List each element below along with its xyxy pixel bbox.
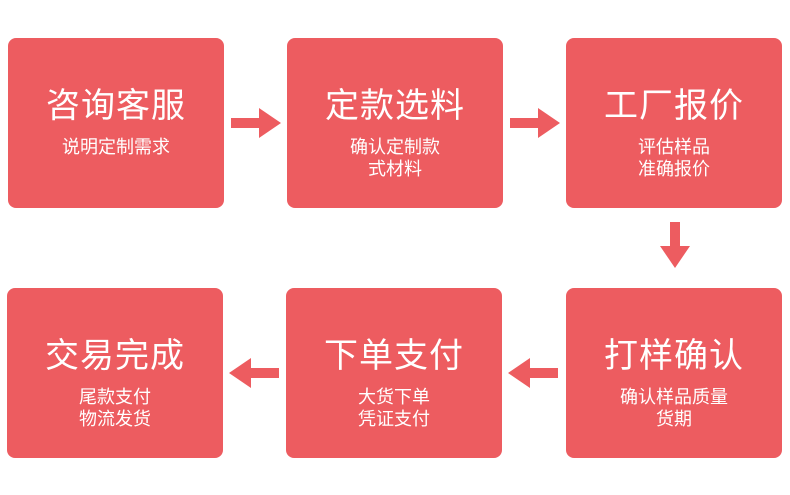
arrow-right-icon bbox=[510, 108, 560, 138]
step-transaction-complete: 交易完成 尾款支付 物流发货 bbox=[7, 288, 223, 458]
step-order-payment: 下单支付 大货下单 凭证支付 bbox=[286, 288, 502, 458]
step-description: 确认定制款 式材料 bbox=[350, 137, 440, 180]
step-title: 打样确认 bbox=[604, 336, 744, 376]
step-description: 说明定制需求 bbox=[62, 137, 170, 158]
step-title: 工厂报价 bbox=[604, 86, 744, 126]
step-consult: 咨询客服 说明定制需求 bbox=[8, 38, 224, 208]
step-select-material: 定款选料 确认定制款 式材料 bbox=[287, 38, 503, 208]
step-factory-quote: 工厂报价 评估样品 准确报价 bbox=[566, 38, 782, 208]
arrow-left-icon bbox=[508, 358, 558, 388]
arrow-right-icon bbox=[231, 108, 281, 138]
arrow-down-icon bbox=[660, 222, 690, 268]
step-description: 大货下单 凭证支付 bbox=[358, 387, 430, 430]
step-sample-confirm: 打样确认 确认样品质量 货期 bbox=[566, 288, 782, 458]
step-title: 下单支付 bbox=[324, 336, 464, 376]
step-description: 尾款支付 物流发货 bbox=[79, 387, 151, 430]
step-title: 交易完成 bbox=[45, 336, 185, 376]
step-title: 咨询客服 bbox=[46, 86, 186, 126]
step-description: 确认样品质量 货期 bbox=[620, 387, 728, 430]
step-description: 评估样品 准确报价 bbox=[638, 137, 710, 180]
arrow-left-icon bbox=[229, 358, 279, 388]
step-title: 定款选料 bbox=[325, 86, 465, 126]
